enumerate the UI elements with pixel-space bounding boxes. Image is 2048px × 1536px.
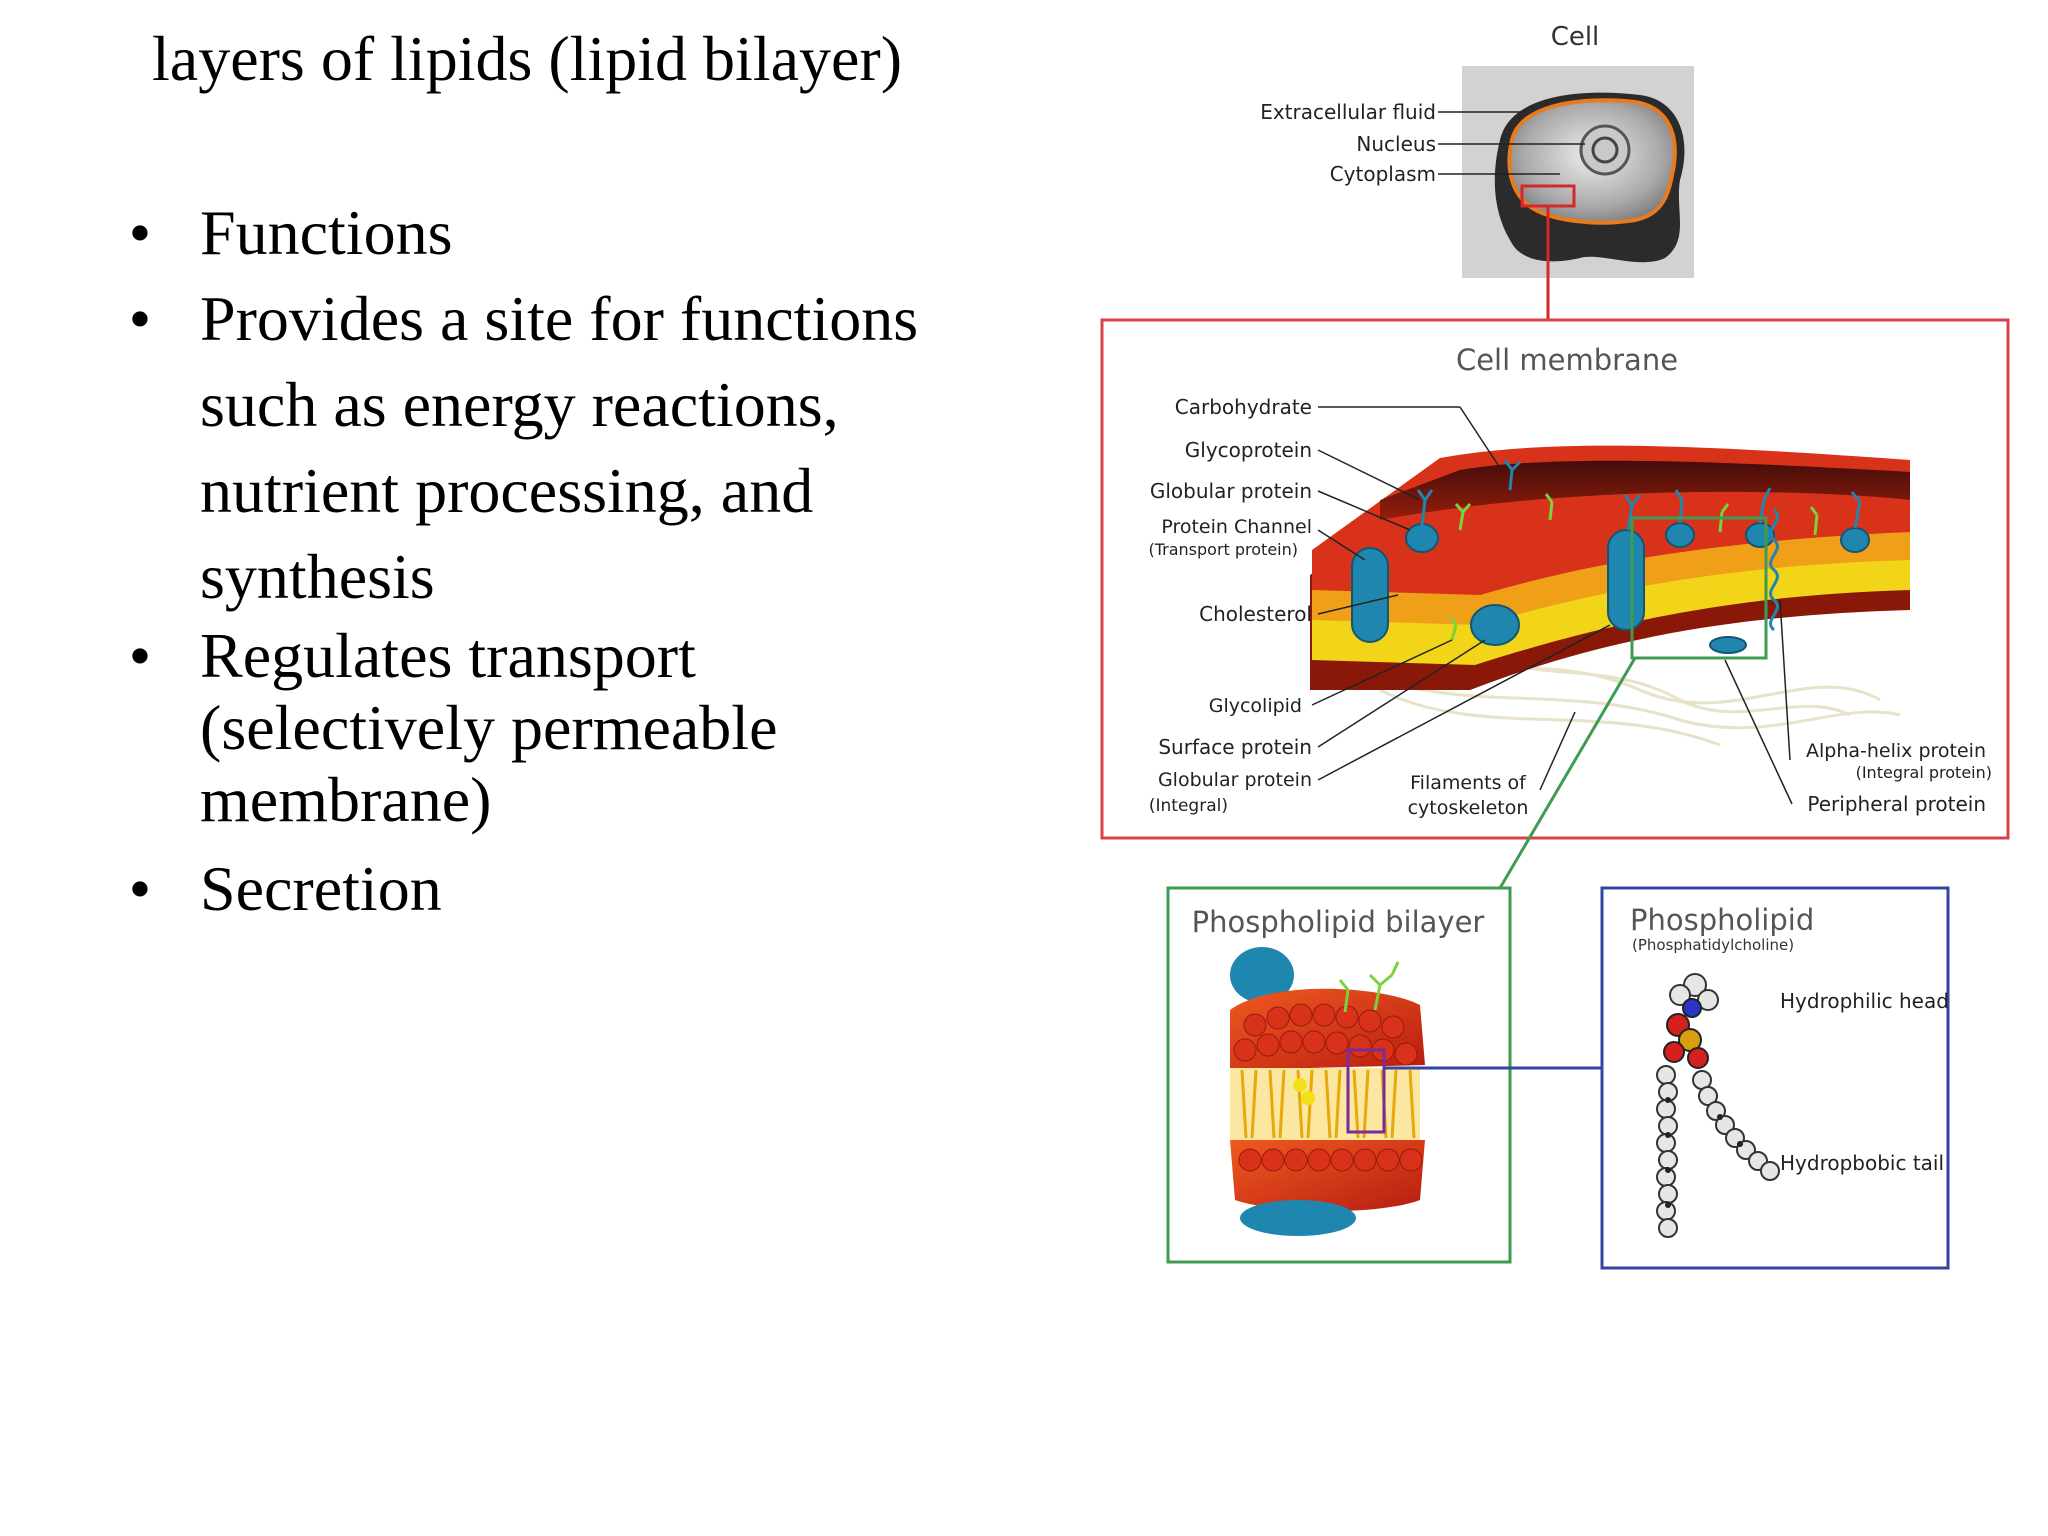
phospholipid-subtitle: (Phosphatidylcholine) (1632, 936, 1794, 954)
bullet-text: Regulates transport (selectively permeab… (200, 620, 778, 835)
oxygen-atom (1663, 1041, 1685, 1063)
bullet-marker: • (128, 197, 152, 268)
bullet-text: Provides a site for functions such as en… (200, 283, 919, 612)
bilayer-head-beads (1233, 1003, 1418, 1066)
bilayer-bottom-heads (1230, 1140, 1425, 1212)
glycolipid-chains (1448, 493, 1819, 641)
label-glycoprotein: Glycoprotein (1185, 438, 1312, 462)
bilayer-title: Phospholipid bilayer (1192, 905, 1485, 939)
label-hydrophilic-head: Hydrophilic head (1780, 989, 1949, 1013)
bilayer-protein-top (1230, 947, 1294, 1003)
molecule-atoms (1669, 973, 1719, 1011)
nucleolus-shape (1591, 136, 1619, 164)
label-filaments: Filaments of (1410, 772, 1527, 794)
integral-channel-shape (1607, 529, 1645, 631)
hydrocarbon-tail-2 (1692, 1070, 1780, 1181)
cell-title: Cell (1551, 22, 1600, 52)
leader-line (1317, 639, 1486, 748)
leader-line (1317, 529, 1366, 561)
label-hydrophobic-tail: Hydropbobic tail (1780, 1151, 1944, 1175)
leader-line (1459, 406, 1501, 469)
bilayer-protein-bottom (1240, 1200, 1356, 1236)
bullet-text: Functions (200, 197, 453, 268)
leader-line (1317, 490, 1411, 531)
label-cytoplasm: Cytoplasm (1330, 162, 1436, 186)
label-surface-protein: Surface protein (1158, 735, 1312, 759)
peripheral-protein-shape (1709, 636, 1747, 654)
bullet-marker: • (128, 620, 152, 691)
membrane-title: Cell membrane (1456, 343, 1678, 377)
cholesterol-bead (1301, 1091, 1315, 1105)
phospholipid-title: Phospholipid (1630, 903, 1814, 937)
leader-line (1779, 599, 1791, 761)
bullet-text: Secretion (200, 853, 442, 924)
membrane-to-bilayer-connector (1498, 657, 1637, 889)
hydrocarbon-spine (1665, 1097, 1743, 1208)
label-integral-protein: (Integral protein) (1856, 763, 1992, 782)
membrane-panel: Cell membrane (1100, 318, 2010, 889)
label-globular-protein-integral: Globular protein (1158, 769, 1312, 791)
protein-shape (1665, 522, 1695, 548)
leader-line (1724, 659, 1793, 805)
hydrocarbon-tail-1 (1656, 1065, 1678, 1238)
leader-line (1317, 624, 1611, 781)
leader-line (1311, 639, 1453, 706)
cell-membrane-diagram: Cell Extracellular fluid Nucleus Cytopla… (1080, 0, 2020, 1290)
label-integral: (Integral) (1149, 796, 1228, 816)
phospholipid-molecule (1656, 973, 1780, 1238)
label-carbohydrate: Carbohydrate (1175, 395, 1312, 419)
label-alpha-helix: Alpha-helix protein (1806, 740, 1986, 762)
phospholipid-zoom-marker (1346, 1048, 1386, 1134)
bilayer-panel: Phospholipid bilayer (1166, 886, 1602, 1264)
label-transport-protein: (Transport protein) (1148, 540, 1298, 559)
bullet-item: • Functions (129, 190, 1040, 276)
oxygen-atom (1687, 1047, 1709, 1069)
surface-protein-shape (1470, 604, 1520, 646)
bullet-item: • Regulates transport (selectively perme… (129, 620, 920, 836)
label-peripheral-protein: Peripheral protein (1807, 792, 1986, 816)
bullet-marker: • (128, 853, 152, 924)
label-nucleus: Nucleus (1356, 132, 1436, 156)
membrane-proteins (1351, 522, 1870, 654)
label-protein-channel: Protein Channel (1161, 516, 1312, 538)
protein-channel-shape (1351, 547, 1389, 643)
globular-protein-shape (1405, 523, 1439, 553)
leader-line (1317, 594, 1399, 615)
slide-text: layers of lipids (lipid bilayer) • Funct… (0, 0, 1060, 1000)
label-cholesterol: Cholesterol (1199, 602, 1312, 626)
bilayer-tail-region (1230, 1068, 1420, 1140)
label-extracellular-fluid: Extracellular fluid (1260, 100, 1436, 124)
slide-heading: layers of lipids (lipid bilayer) (152, 23, 903, 94)
bullet-marker: • (128, 283, 152, 354)
cholesterol-bead (1293, 1078, 1307, 1092)
leader-line (1317, 449, 1421, 501)
label-glycolipid: Glycolipid (1209, 695, 1302, 717)
bullet-item: • Secretion (129, 846, 1040, 932)
label-cytoskeleton: cytoskeleton (1408, 797, 1529, 819)
bullet-item: • Provides a site for functions such as … (129, 276, 1000, 620)
phospholipid-panel: Phospholipid (Phosphatidylcholine) (1600, 886, 1950, 1270)
bilayer-zoom-marker (1630, 516, 1768, 660)
bilayer-head-beads-bottom (1238, 1148, 1423, 1172)
cell-panel: Cell Extracellular fluid Nucleus Cytopla… (1260, 22, 1694, 320)
diagram-canvas: Cell Extracellular fluid Nucleus Cytopla… (1100, 22, 2010, 1270)
carbohydrate-chains (1416, 459, 1862, 531)
nitrogen-atom (1682, 998, 1702, 1018)
leader-line (1539, 711, 1576, 791)
alpha-helix-shape (1769, 508, 1779, 632)
protein-shape (1840, 527, 1870, 553)
nucleus-shape (1579, 124, 1631, 176)
label-globular-protein: Globular protein (1150, 479, 1312, 503)
bilayer-glycolipid (1338, 961, 1400, 1013)
